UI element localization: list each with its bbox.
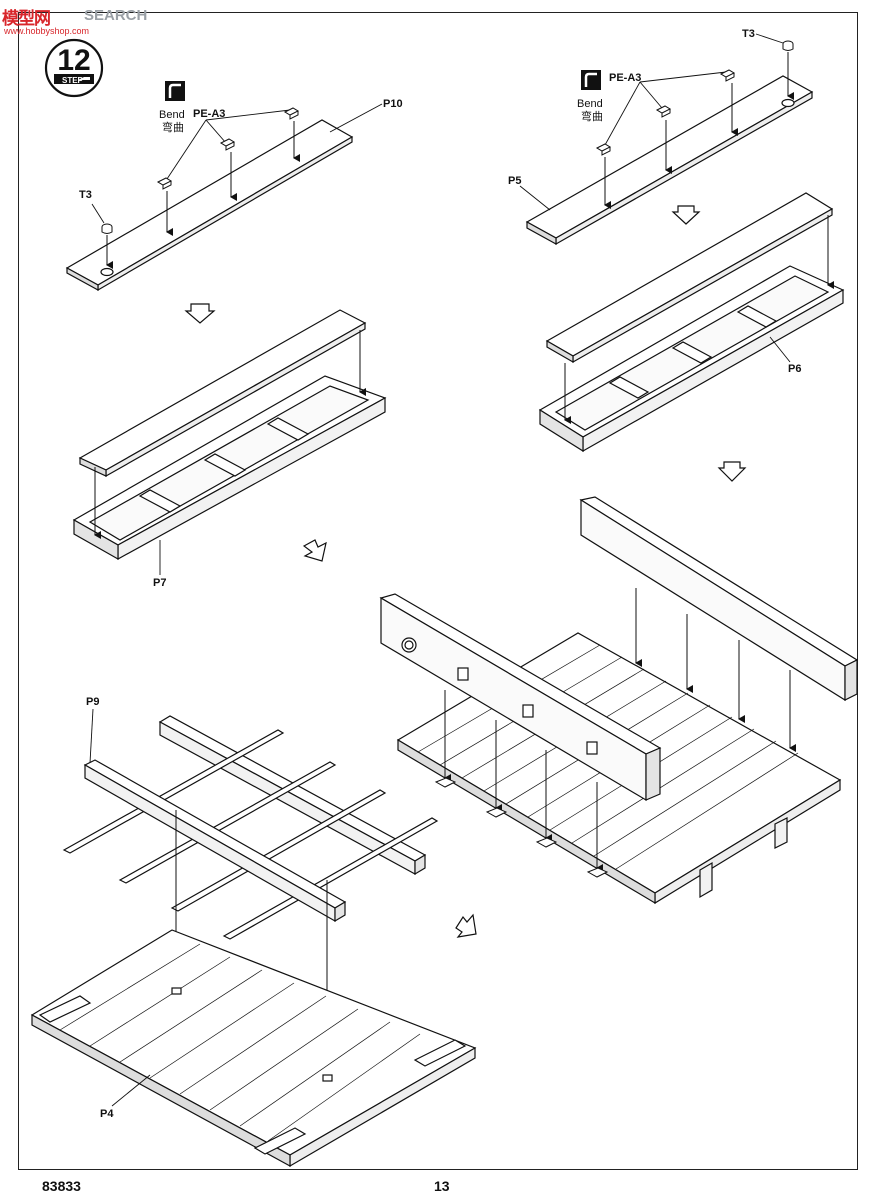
hollow-arrow-diagonal-icon	[455, 913, 477, 938]
sidewall-front	[379, 593, 662, 802]
plank-left	[78, 309, 367, 478]
label-pe-a3-right: PE-A3	[609, 72, 641, 84]
part-p10-plank	[65, 119, 354, 292]
bend-icon	[165, 81, 185, 101]
part-p6-frame	[538, 265, 845, 453]
arrows-sidewall-front	[444, 690, 603, 872]
pe-a3-leaders-right	[604, 71, 727, 146]
plank-right	[545, 192, 834, 364]
pe-a3-brackets-left	[156, 107, 300, 190]
bend-chinese-left: 弯曲	[162, 120, 184, 134]
step-label: STEP	[62, 76, 84, 85]
bend-label-left: Bend	[159, 109, 185, 121]
arrows-pe-right	[604, 83, 738, 209]
label-p7: P7	[153, 577, 166, 589]
part-p5-plank	[525, 75, 814, 246]
label-t3-left: T3	[79, 189, 92, 201]
watermark-search: SEARCH	[84, 7, 148, 24]
hollow-arrow-down-icon	[717, 461, 747, 482]
hollow-arrow-down-icon	[184, 303, 216, 324]
label-pe-a3-left: PE-A3	[193, 108, 225, 120]
part-p7-frame	[72, 375, 387, 561]
arrows-sidewall-back	[635, 588, 796, 752]
pe-a3-leaders-left	[164, 109, 291, 183]
page-frame	[18, 12, 858, 1170]
bend-icon	[581, 70, 601, 90]
part-t3-right	[782, 40, 794, 51]
part-p9-frame	[62, 715, 439, 940]
part-p4-floor	[30, 929, 477, 1168]
label-t3-right: T3	[742, 28, 755, 40]
step-badge: 12 STEP	[44, 38, 104, 98]
bend-chinese-right: 弯曲	[581, 109, 603, 123]
arrows-pe-left	[166, 121, 300, 236]
step-number: 12	[57, 44, 90, 77]
hollow-arrow-down-icon	[671, 205, 701, 225]
hollow-arrow-diagonal-icon	[302, 539, 327, 562]
bend-label-right: Bend	[577, 98, 603, 110]
label-p4: P4	[100, 1108, 114, 1120]
watermark-logo: 模型网	[2, 9, 51, 28]
label-p5: P5	[508, 175, 521, 187]
tank-icon	[78, 77, 90, 80]
label-p10: P10	[383, 98, 403, 110]
kit-number: 83833	[42, 1178, 81, 1194]
pe-a3-brackets-right	[595, 69, 736, 156]
label-p9: P9	[86, 696, 99, 708]
label-p6: P6	[788, 363, 801, 375]
watermark-url: www.hobbyshop.com	[4, 26, 90, 36]
floor-tabs	[434, 777, 609, 878]
sidewall-back	[579, 496, 859, 702]
part-t3-left	[101, 223, 113, 234]
page-number: 13	[434, 1178, 450, 1194]
